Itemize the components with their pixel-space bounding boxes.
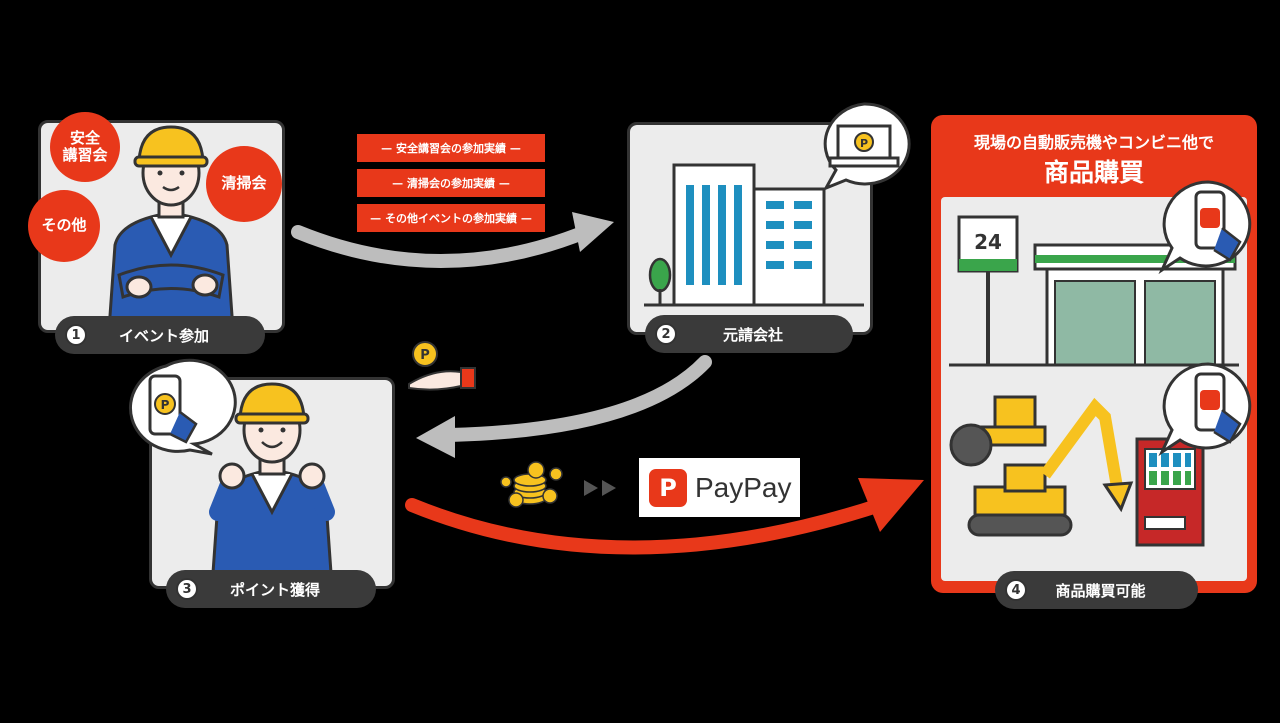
step1-pill: 1 イベント参加 [55,316,265,354]
hand-receiving-point-icon: P [408,341,476,391]
step3-number: 3 [176,578,198,600]
paypay-phone-bubble-top-icon [1158,180,1252,275]
step2-card [627,122,873,335]
point-laptop-icon: P [822,102,911,191]
paypay-logo: P PayPay [639,458,800,517]
badge-cleaning: 清掃会 [206,146,282,222]
convenience-store-icon: 24 [949,215,1239,367]
step3-pill: 3 ポイント獲得 [166,570,376,608]
tag-safety-training: — 安全講習会の参加実績 — [357,134,545,162]
phone-point-glyph: P [161,398,170,412]
step4-header-line1: 現場の自動販売機やコンビニ他で [973,133,1214,152]
worker-cheering-icon [209,382,335,589]
double-chevron-icon [584,480,616,496]
step2-pill: 2 元請会社 [645,315,853,353]
step4-pill: 4 商品購買可能 [995,571,1198,609]
step4-header-line2: 商品購買 [1043,158,1144,187]
step1-label: イベント参加 [118,326,209,345]
paypay-phone-bubble-bottom-icon [1158,362,1252,457]
worker-arms-crossed-icon [107,125,235,332]
paypay-icon: P [649,468,687,507]
step2-label: 元請会社 [722,325,783,344]
hand-point-glyph: P [420,348,430,363]
step2-number: 2 [655,323,677,345]
tag-cleaning: — 清掃会の参加実績 — [357,169,545,197]
badge-other: その他 [28,190,100,262]
step3-label: ポイント獲得 [229,580,320,599]
office-building-icon [644,163,864,307]
step4-label: 商品購買可能 [1055,581,1146,600]
coin-stack-icon [500,461,563,508]
step1-number: 1 [65,324,87,346]
store-sign-24: 24 [974,230,1002,254]
step4-inner: 24 [941,197,1247,581]
step4-number: 4 [1005,579,1027,601]
paypay-wordmark: PayPay [695,471,792,503]
badge-safety-training: 安全 講習会 [50,112,120,182]
vending-machine-icon [1135,437,1205,547]
tag-other-event: — その他イベントの参加実績 — [357,204,545,232]
point-phone-icon: P [128,358,237,456]
excavator-roller-icon [949,395,1134,537]
laptop-point-glyph: P [860,137,868,150]
